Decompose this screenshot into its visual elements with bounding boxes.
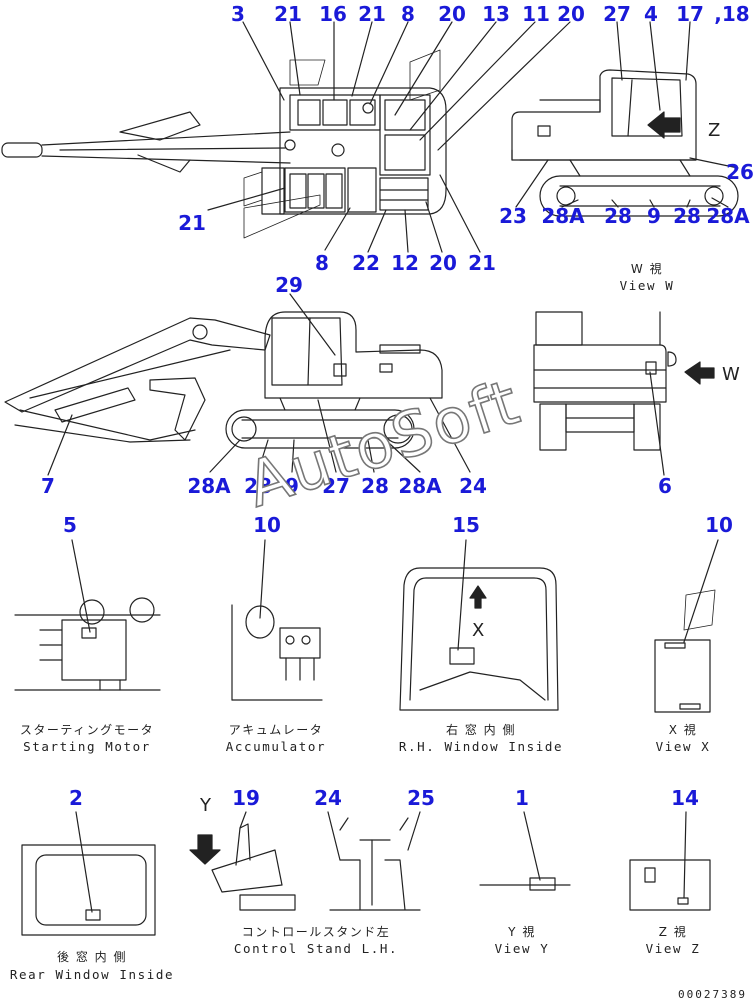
rear-window-jp-caption: 後 窓 内 側 xyxy=(57,950,127,964)
control-stand-jp-caption: コントロールスタンド左 xyxy=(241,925,391,939)
callout-8: 8 xyxy=(315,251,329,275)
view-x-jp-caption: X 視 xyxy=(668,723,698,737)
view-z-detail xyxy=(629,811,711,911)
view-x-detail xyxy=(654,539,719,713)
callout-9: 9 xyxy=(647,204,661,228)
callout-6: 6 xyxy=(658,474,672,498)
callout-28: 28 xyxy=(673,204,701,228)
rh-window-jp-caption: 右 窓 内 側 xyxy=(446,723,516,737)
callout-8: 8 xyxy=(401,2,415,26)
rh-window-detail xyxy=(399,539,559,711)
callout-10: 10 xyxy=(253,513,281,537)
callout-17: 17 xyxy=(676,2,704,26)
accumulator-jp-caption: アキュムレータ xyxy=(228,723,324,737)
rear-window-caption: Rear Window Inside xyxy=(9,967,175,982)
callout-13: 13 xyxy=(482,2,510,26)
starting-motor-jp-caption: スターティングモータ xyxy=(19,723,155,737)
callout-9: 9 xyxy=(285,474,299,498)
callout-28A: 28A xyxy=(706,204,750,228)
view-z-caption: View Z xyxy=(645,941,701,956)
control-stand-detail xyxy=(189,811,421,911)
view-letter-z: Z xyxy=(708,120,721,141)
callout-16: 16 xyxy=(319,2,347,26)
callout-22: 22 xyxy=(352,251,380,275)
callout-27: 27 xyxy=(322,474,350,498)
callout-21: 21 xyxy=(358,2,386,26)
side-view-left xyxy=(4,293,471,476)
callout-28A: 28A xyxy=(187,474,231,498)
callout-28: 28 xyxy=(604,204,632,228)
accumulator-caption: Accumulator xyxy=(225,739,327,754)
view-z-jp-caption: Z 視 xyxy=(658,925,688,939)
document-number: 00027389 xyxy=(678,988,747,1001)
callout-24: 24 xyxy=(314,786,342,810)
callout-24: 24 xyxy=(459,474,487,498)
callout-25: 25 xyxy=(407,786,435,810)
callout-1: 1 xyxy=(515,786,529,810)
starting-motor-caption: Starting Motor xyxy=(23,739,151,754)
view-letter-w: W xyxy=(722,364,740,385)
callout-11: 11 xyxy=(522,2,550,26)
callout-29: 29 xyxy=(275,273,303,297)
callout-21: 21 xyxy=(274,2,302,26)
accumulator-detail xyxy=(231,539,323,701)
callout-19: 19 xyxy=(232,786,260,810)
callout-28: 28 xyxy=(244,474,272,498)
callout-20: 20 xyxy=(429,251,457,275)
top-view-machine xyxy=(1,21,571,253)
callout-12: 12 xyxy=(391,251,419,275)
callout-21: 21 xyxy=(468,251,496,275)
callout-3: 3 xyxy=(231,2,245,26)
callout-26: 26 xyxy=(726,160,754,184)
starting-motor-detail xyxy=(14,539,161,691)
callout-7: 7 xyxy=(41,474,55,498)
view-y-jp-caption: Y 視 xyxy=(508,925,536,939)
rear-view-w xyxy=(533,311,715,476)
callout-20: 20 xyxy=(557,2,585,26)
view-w-caption: View W xyxy=(619,278,675,293)
callout-28A: 28A xyxy=(398,474,442,498)
view-letter-x: X xyxy=(472,620,485,641)
callout-5: 5 xyxy=(63,513,77,537)
rear-window-detail xyxy=(21,811,156,936)
callout-18: ,18 xyxy=(714,2,750,26)
control-stand-caption: Control Stand L.H. xyxy=(233,941,399,956)
view-y-detail xyxy=(479,811,571,891)
view-y-caption: View Y xyxy=(494,941,550,956)
side-view-right xyxy=(511,21,739,217)
callout-27: 27 xyxy=(603,2,631,26)
view-letter-y: Y xyxy=(200,795,211,816)
callout-21: 21 xyxy=(178,211,206,235)
view-x-caption: View X xyxy=(655,739,711,754)
callout-2: 2 xyxy=(69,786,83,810)
callout-23: 23 xyxy=(499,204,527,228)
callout-10: 10 xyxy=(705,513,733,537)
callout-4: 4 xyxy=(644,2,658,26)
callout-20: 20 xyxy=(438,2,466,26)
callout-28A: 28A xyxy=(541,204,585,228)
callout-28: 28 xyxy=(361,474,389,498)
rh-window-caption: R.H. Window Inside xyxy=(398,739,564,754)
callout-14: 14 xyxy=(671,786,699,810)
callout-15: 15 xyxy=(452,513,480,537)
view-w-jp-caption: W 視 xyxy=(630,262,664,276)
